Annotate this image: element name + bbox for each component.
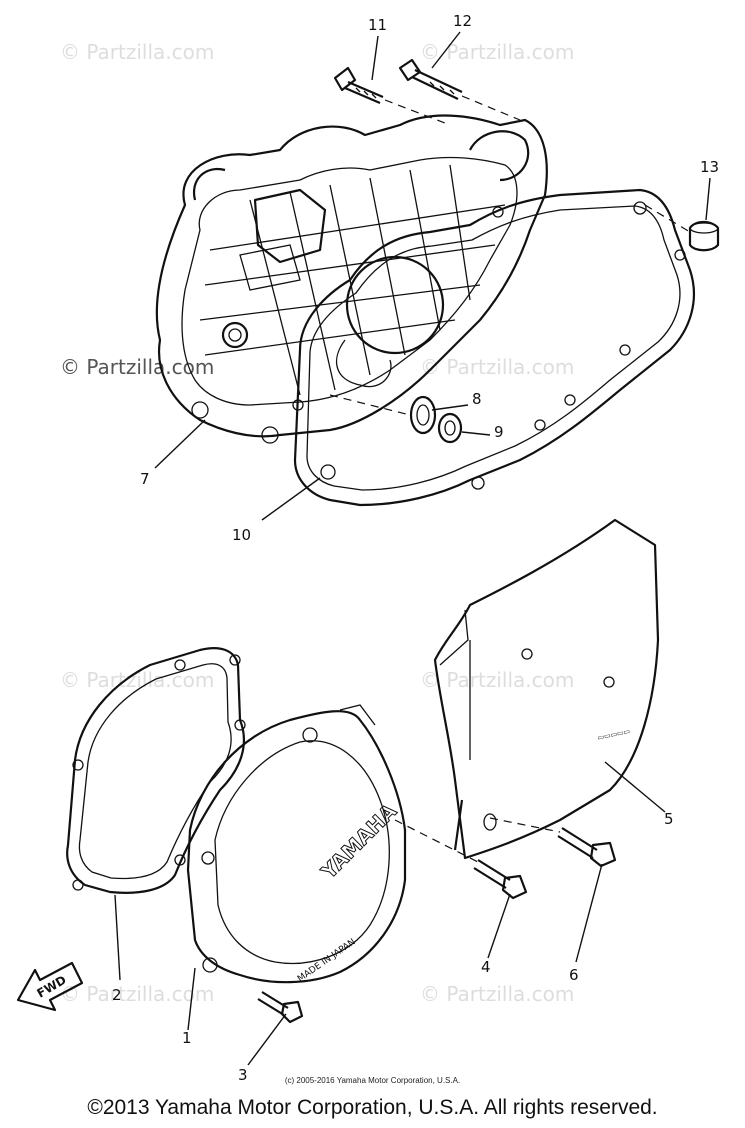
washer-part-9 (437, 412, 463, 444)
callout-3: 3 (238, 1066, 248, 1084)
leader-line (431, 404, 469, 411)
callout-10: 10 (232, 526, 251, 544)
watermark: © Partzilla.com (420, 982, 575, 1006)
leader-line (487, 893, 511, 959)
leader-line (604, 761, 666, 813)
watermark: © Partzilla.com (420, 668, 575, 692)
copyright-small: (c) 2005-2016 Yamaha Motor Corporation, … (284, 1076, 461, 1085)
leader-line (461, 431, 491, 436)
callout-9: 9 (494, 423, 504, 441)
callout-12: 12 (453, 12, 472, 30)
leader-line (371, 35, 379, 81)
bolt-part-6 (557, 827, 617, 868)
watermark: © Partzilla.com (420, 355, 575, 379)
crankcase-cover-part-7 (155, 114, 548, 444)
leader-line (114, 894, 121, 981)
callout-1: 1 (182, 1029, 192, 1047)
sprocket-cover-part-5: ▭▭▭▭▭ (433, 518, 660, 860)
callout-6: 6 (569, 966, 579, 984)
bolt-part-11 (333, 66, 384, 105)
copyright-main: ©2013 Yamaha Motor Corporation, U.S.A. A… (87, 1096, 658, 1119)
leader-line (187, 967, 196, 1031)
leader-line (575, 863, 603, 963)
flywheel-cover-part-1: YAMAHA MADE IN JAPAN (186, 704, 407, 984)
watermark: © Partzilla.com (420, 40, 575, 64)
leader-line (431, 31, 461, 69)
leader-line (705, 177, 711, 221)
sprocket-cover-stamp: ▭▭▭▭▭ (597, 727, 631, 742)
oil-seal-part-8 (409, 395, 437, 435)
callout-7: 7 (140, 470, 150, 488)
fwd-arrow-icon: FWD (16, 961, 84, 1012)
gasket-part-10 (292, 188, 695, 507)
bolt-part-4 (473, 859, 528, 900)
bolt-part-3 (257, 991, 304, 1024)
watermark: © Partzilla.com (60, 982, 215, 1006)
bolt-part-12 (398, 58, 463, 100)
leader-line (247, 1013, 287, 1066)
collar-part-13 (688, 220, 720, 252)
callout-5: 5 (664, 810, 674, 828)
leader-line (154, 419, 206, 469)
callout-13: 13 (700, 158, 719, 176)
callout-4: 4 (481, 958, 491, 976)
callout-11: 11 (368, 16, 387, 34)
watermark: © Partzilla.com (60, 40, 215, 64)
leader-line (261, 477, 321, 521)
callout-8: 8 (472, 390, 482, 408)
callout-2: 2 (112, 986, 122, 1004)
